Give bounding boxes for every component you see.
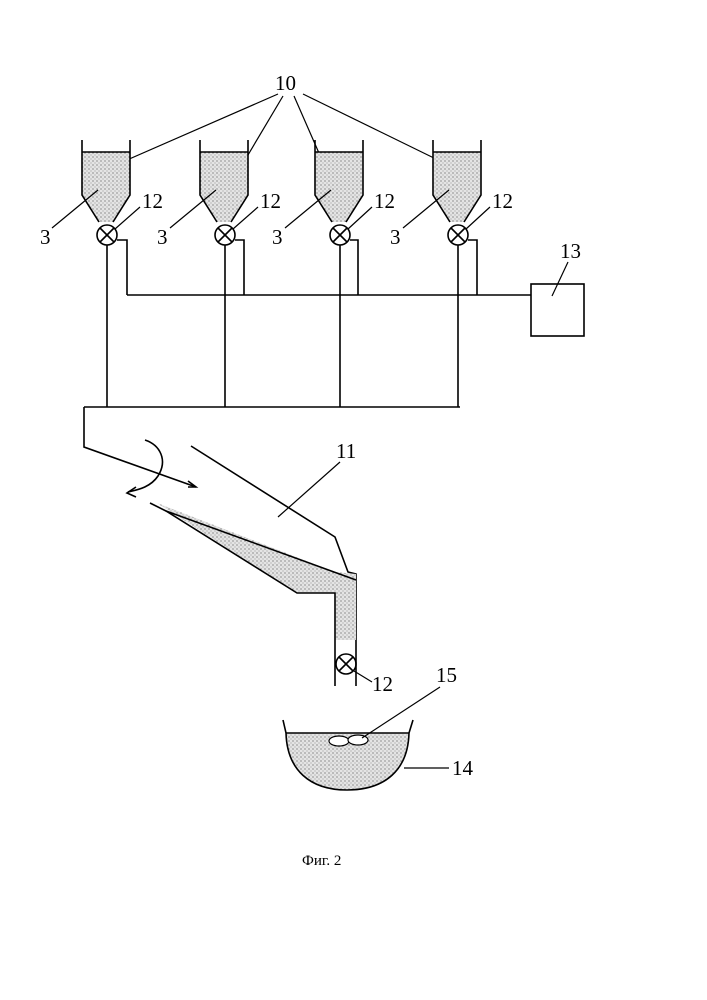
label-3-hopper-2: 3 <box>157 225 168 249</box>
bottom-valve <box>336 654 356 674</box>
label-11: 11 <box>336 439 356 463</box>
label-13: 13 <box>560 239 581 263</box>
label-12-bottom: 12 <box>372 672 393 696</box>
label-12-hopper-4: 12 <box>492 189 513 213</box>
label-3-hopper-3: 3 <box>272 225 283 249</box>
hopper-2 <box>200 140 248 222</box>
control-unit-box <box>531 284 584 336</box>
discharge-pipes <box>84 245 460 407</box>
label-12-hopper-3: 12 <box>374 189 395 213</box>
chute-lower-wall <box>150 503 335 686</box>
label-10: 10 <box>275 71 296 95</box>
leader-13 <box>552 262 568 296</box>
label-3-hopper-4: 3 <box>390 225 401 249</box>
label-10-leaders <box>127 94 438 160</box>
hopper-4 <box>433 140 481 222</box>
hopper-3 <box>315 140 363 222</box>
label-12-hopper-2: 12 <box>260 189 281 213</box>
label-14: 14 <box>452 756 474 780</box>
label-15: 15 <box>436 663 457 687</box>
valve-3 <box>330 225 350 245</box>
collector-duct <box>84 407 196 487</box>
valve-4 <box>448 225 468 245</box>
valve-1 <box>97 225 117 245</box>
label-3-hopper-1: 3 <box>40 225 51 249</box>
hopper-1 <box>82 140 130 222</box>
valve-2 <box>215 225 235 245</box>
control-lines <box>117 240 531 295</box>
label-12-hopper-1: 12 <box>142 189 163 213</box>
figure-caption: Фиг. 2 <box>302 853 341 869</box>
leader-11 <box>278 462 340 517</box>
